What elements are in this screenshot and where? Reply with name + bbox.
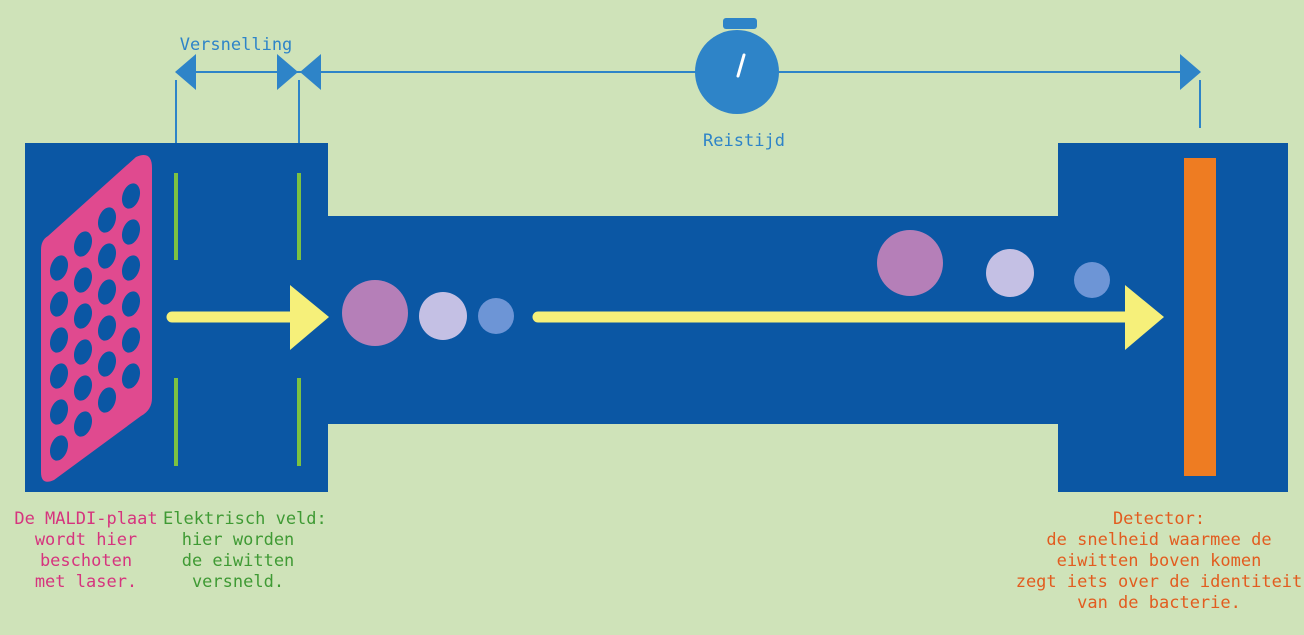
- caption-line: van de bacterie.: [1014, 593, 1304, 614]
- stopwatch-icon: [695, 18, 779, 114]
- electric-field-caption: Elektrisch veld: hier worden de eiwitten…: [163, 509, 313, 593]
- particle-medium-start: [419, 292, 467, 340]
- caption-line: zegt iets over de identiteit: [1014, 572, 1304, 593]
- travel-time-label: Reistijd: [703, 131, 785, 151]
- particle-large-start: [342, 280, 408, 346]
- particle-large-end: [877, 230, 943, 296]
- caption-line: versneld.: [163, 572, 313, 593]
- caption-line: eiwitten boven komen: [1014, 551, 1304, 572]
- detector-caption: Detector: de snelheid waarmee de eiwitte…: [1014, 509, 1304, 614]
- caption-line: de eiwitten: [163, 551, 313, 572]
- caption-line: Elektrisch veld:: [163, 509, 313, 530]
- arrowhead-right-acceleration: [277, 54, 298, 90]
- particle-small-start: [478, 298, 514, 334]
- caption-line: Detector:: [1014, 509, 1304, 530]
- caption-line: De MALDI-plaat: [4, 509, 168, 530]
- caption-line: met laser.: [4, 572, 168, 593]
- detector-bar: [1184, 158, 1216, 476]
- caption-line: wordt hier: [4, 530, 168, 551]
- arrowhead-left-start: [175, 54, 196, 90]
- particle-medium-end: [986, 249, 1034, 297]
- maldi-plate-caption: De MALDI-plaat wordt hier beschoten met …: [4, 509, 168, 593]
- caption-line: beschoten: [4, 551, 168, 572]
- acceleration-label: Versnelling: [180, 35, 293, 55]
- particle-small-end: [1074, 262, 1110, 298]
- arrowhead-left-travel: [300, 54, 321, 90]
- measurement-bar: [175, 54, 1201, 165]
- caption-line: hier worden: [163, 530, 313, 551]
- arrowhead-right-travel: [1180, 54, 1201, 90]
- caption-line: de snelheid waarmee de: [1014, 530, 1304, 551]
